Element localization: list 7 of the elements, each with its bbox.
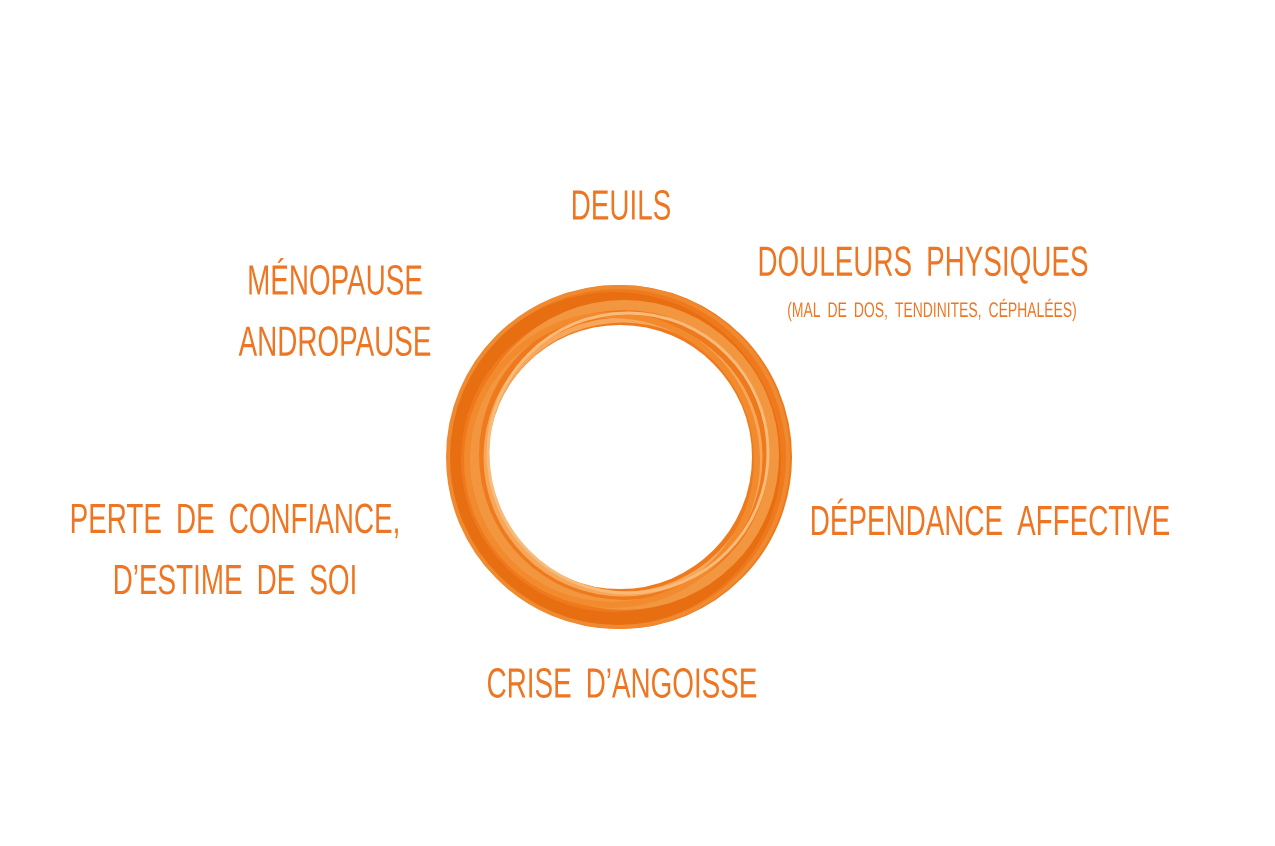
label: MÉNOPAUSE ANDROPAUSE <box>238 257 431 357</box>
label: (MAL DE DOS, TENDINITES, CÉPHALÉES) <box>788 298 1076 322</box>
label: DOULEURS PHYSIQUES <box>759 246 1088 284</box>
label: PERTE DE CONFIANCE, D’ESTIME DE SOI <box>71 503 398 595</box>
label: DÉPENDANCE AFFECTIVE <box>812 498 1170 536</box>
label: DEUILS <box>573 190 670 220</box>
label: CRISE D’ANGOISSE <box>488 668 757 698</box>
